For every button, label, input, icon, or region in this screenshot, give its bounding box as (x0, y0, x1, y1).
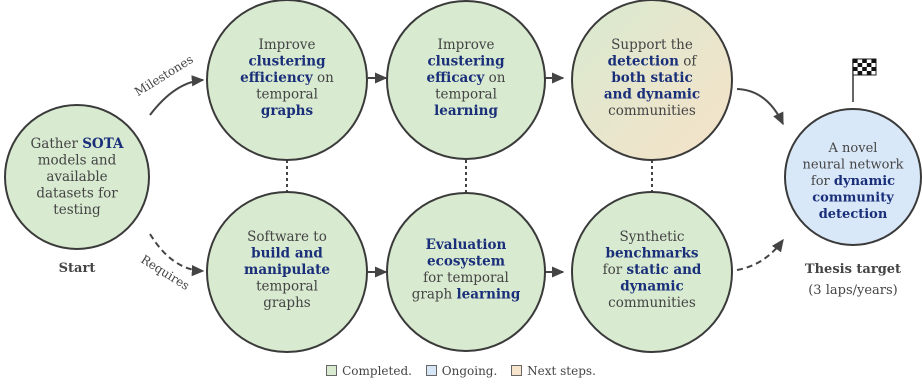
node-text-line: ecosystem (427, 254, 505, 270)
arrow-detection-to-target (736, 88, 784, 126)
legend-label-ongoing: Ongoing. (441, 364, 498, 378)
requires-label: Requires (138, 252, 192, 293)
node-text-line: manipulate (244, 262, 330, 278)
node-text-line: neural network (802, 158, 903, 173)
node-text-line: and dynamic (604, 87, 700, 103)
node-text-line: both static (611, 70, 692, 86)
legend-swatch-completed (326, 365, 338, 376)
node-clustering-efficiency-circle (206, 0, 368, 161)
node-text-line: temporal (435, 87, 497, 103)
node-text-line: temporal (256, 87, 318, 103)
node-text-line: clustering (248, 54, 326, 70)
node-text-line: graphs (263, 295, 310, 311)
legend-item-completed: Completed. (326, 364, 412, 378)
node-text-line: efficiency on (240, 70, 334, 86)
node-text-line: testing (53, 202, 101, 218)
milestones-arrow (149, 75, 205, 116)
node-evaluation-circle (386, 192, 546, 352)
node-text-line: Software to (247, 229, 327, 245)
checkered-flag-icon (852, 58, 877, 102)
legend-swatch-ongoing (425, 365, 437, 376)
requires-arrow (149, 233, 205, 277)
node-text-line: communities (608, 295, 696, 311)
start-caption: Start (59, 261, 96, 276)
node-text-line: efficacy on (427, 70, 506, 86)
node-text-line: Synthetic (620, 229, 685, 245)
node-text-line: for temporal (423, 270, 509, 286)
node-text-line: temporal (256, 279, 318, 295)
node-benchmarks-circle (571, 191, 733, 353)
node-text-line: Evaluation (426, 237, 507, 253)
node-text-line: communities (608, 103, 696, 119)
node-text-line: models and (38, 153, 117, 169)
node-text-line: learning (434, 103, 498, 119)
node-text-line: A novel (828, 141, 878, 156)
milestones-label: Milestones (132, 52, 196, 99)
node-text-line: Gather SOTA (31, 136, 125, 152)
node-start-circle (4, 104, 150, 250)
node-text-line: detection (819, 207, 888, 222)
node-text-line: for static and (603, 262, 702, 278)
connectors (149, 72, 784, 278)
legend: Completed. Ongoing. Next steps. (0, 364, 922, 378)
node-text-line: datasets for (36, 186, 118, 202)
node-text-line: graphs (261, 103, 314, 119)
node-text-line: clustering (427, 54, 505, 70)
node-text-line: dynamic (620, 279, 683, 295)
node-text-line: Improve (438, 37, 495, 53)
node-text-line: benchmarks (606, 246, 699, 262)
legend-label-next: Next steps. (527, 364, 596, 378)
arrow-benchmarks-to-target (736, 238, 784, 271)
node-text-line: build and (251, 246, 323, 262)
node-detection-circle (571, 0, 733, 161)
node-clustering-efficacy-circle (386, 0, 546, 160)
legend-swatch-next (511, 365, 523, 376)
node-software-circle (206, 191, 368, 353)
node-text-line: for dynamic (811, 174, 895, 189)
target-caption: Thesis target (805, 262, 901, 277)
node-text-line: community (812, 191, 894, 206)
node-text-line: Support the (611, 37, 693, 53)
legend-item-next: Next steps. (511, 364, 596, 378)
node-text-line: detection of (608, 54, 698, 70)
node-text-line: available (46, 169, 107, 185)
legend-item-ongoing: Ongoing. (425, 364, 498, 378)
target-subcaption: (3 laps/years) (808, 283, 898, 298)
node-text-line: Improve (259, 37, 316, 53)
node-text-line: graph learning (412, 287, 521, 303)
node-target-circle (784, 108, 922, 246)
legend-label-completed: Completed. (342, 364, 412, 378)
